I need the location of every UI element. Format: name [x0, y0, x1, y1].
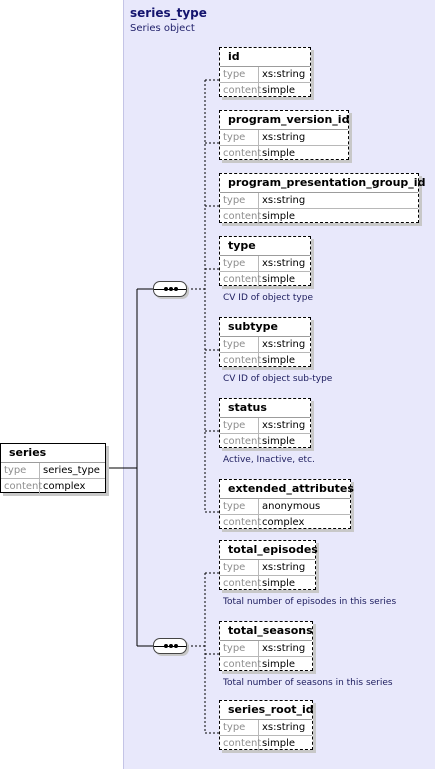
element-name: total_episodes [220, 541, 318, 560]
content-label: content [220, 576, 261, 591]
root-type-row: type series_type [1, 463, 105, 478]
root-content-value: complex [43, 481, 86, 492]
content-label: content [220, 272, 261, 287]
root-type-value: series_type [43, 465, 100, 476]
content-value: simple [262, 578, 296, 589]
content-label: content [220, 83, 261, 98]
element-name: program_presentation_group_id [220, 174, 425, 193]
element-name: series_root_id [220, 701, 314, 720]
type-label: type [220, 641, 259, 656]
content-label: content [220, 657, 261, 672]
type-value: xs:string [262, 722, 306, 733]
complex-type-description: Series object [130, 23, 195, 34]
content-label: content [220, 434, 261, 449]
type-label: type [220, 67, 259, 82]
root-element-series[interactable]: series type series_type content complex [0, 443, 106, 494]
element-name: total_seasons [220, 622, 313, 641]
element-annotation: CV ID of object type [223, 293, 313, 303]
type-value: xs:string [262, 643, 306, 654]
type-value: xs:string [262, 69, 306, 80]
element-name: type [220, 237, 310, 256]
root-content-row: content complex [1, 478, 105, 494]
element-annotation: CV ID of object sub-type [223, 374, 333, 384]
content-value: simple [262, 274, 296, 285]
element-name: id [220, 48, 310, 67]
content-label: content [1, 479, 42, 494]
content-label: content [220, 146, 261, 161]
type-label: type [220, 560, 259, 575]
content-value: simple [262, 436, 296, 447]
type-value: xs:string [262, 132, 306, 143]
type-label: type [220, 256, 259, 271]
content-label: content [220, 209, 261, 224]
content-label: content [220, 353, 261, 368]
content-label: content [220, 736, 261, 751]
sequence-compositor-icon[interactable] [153, 281, 187, 297]
content-value: simple [262, 355, 296, 366]
content-value: complex [262, 517, 305, 528]
type-value: anonymous [262, 501, 321, 512]
type-label: type [220, 130, 259, 145]
type-label: type [1, 463, 40, 478]
type-value: xs:string [262, 195, 306, 206]
content-label: content [220, 515, 261, 530]
type-label: type [220, 499, 259, 514]
type-value: xs:string [262, 339, 306, 350]
sequence-compositor-icon[interactable] [153, 638, 187, 654]
element-name: status [220, 399, 310, 418]
type-value: xs:string [262, 258, 306, 269]
element-annotation: Total number of episodes in this series [223, 597, 397, 607]
type-value: xs:string [262, 420, 306, 431]
element-annotation: Total number of seasons in this series [223, 678, 393, 688]
element-name: subtype [220, 318, 310, 337]
type-label: type [220, 720, 259, 735]
content-value: simple [262, 85, 296, 96]
content-value: simple [262, 738, 296, 749]
content-value: simple [262, 211, 296, 222]
type-value: xs:string [262, 562, 306, 573]
type-label: type [220, 193, 259, 208]
root-element-name: series [1, 444, 105, 463]
element-name: program_version_id [220, 111, 349, 130]
element-name: extended_attributes [220, 480, 354, 499]
element-annotation: Active, Inactive, etc. [223, 455, 315, 465]
content-value: simple [262, 148, 296, 159]
type-label: type [220, 418, 259, 433]
complex-type-name: series_type [130, 6, 207, 20]
type-label: type [220, 337, 259, 352]
content-value: simple [262, 659, 296, 670]
